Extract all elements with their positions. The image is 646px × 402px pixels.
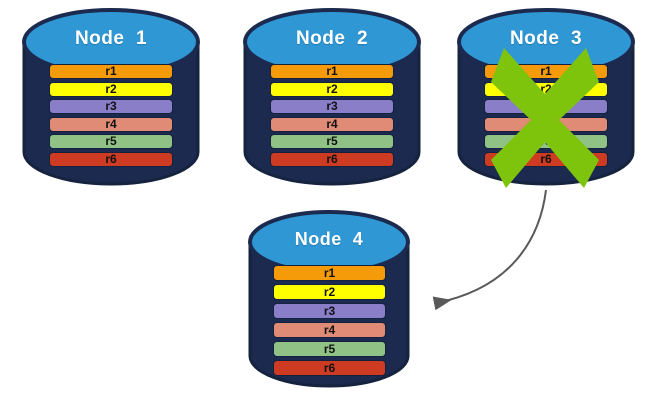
node-3-title: Node 3 bbox=[509, 28, 583, 49]
node-1-row-r5[interactable]: r5 bbox=[49, 134, 173, 149]
node-4-row-r4[interactable]: r4 bbox=[273, 322, 386, 338]
node-4-rows: r1 r2 r3 r4 r5 r6 bbox=[273, 265, 386, 376]
node-2-row-r3[interactable]: r3 bbox=[270, 99, 394, 114]
node-1[interactable]: Node 1 r1 r2 r3 r4 r5 r6 bbox=[22, 8, 200, 186]
row-label: r1 bbox=[105, 64, 117, 78]
row-label: r3 bbox=[105, 99, 117, 113]
node-1-row-r1[interactable]: r1 bbox=[49, 64, 173, 79]
row-label: r2 bbox=[326, 81, 338, 96]
row-label: r1 bbox=[540, 64, 552, 78]
row-label: r5 bbox=[323, 341, 336, 356]
row-label: r6 bbox=[105, 151, 117, 166]
row-label: r3 bbox=[326, 99, 338, 113]
row-label: r1 bbox=[323, 265, 336, 280]
node-2-row-r4[interactable]: r4 bbox=[270, 116, 394, 132]
replication-arrow-path bbox=[432, 189, 547, 311]
row-label: r4 bbox=[323, 322, 336, 337]
row-label: r6 bbox=[540, 151, 552, 166]
node-4-row-r3[interactable]: r3 bbox=[273, 303, 386, 319]
row-label: r1 bbox=[326, 64, 338, 78]
row-label: r5 bbox=[105, 134, 117, 148]
node-2-row-r5[interactable]: r5 bbox=[270, 134, 394, 149]
node-3[interactable]: Node 3 r1 r2 r3 r4 r5 r6 bbox=[457, 8, 635, 188]
node-1-row-r2[interactable]: r2 bbox=[49, 81, 173, 97]
row-label: r2 bbox=[105, 81, 117, 96]
node-3-failure-x-icon bbox=[491, 48, 599, 188]
node-2-title: Node 2 bbox=[295, 28, 369, 49]
row-label: r4 bbox=[326, 116, 338, 131]
node-1-row-r3[interactable]: r3 bbox=[49, 99, 173, 114]
node-1-row-r6[interactable]: r6 bbox=[49, 151, 173, 167]
row-label: r4 bbox=[105, 116, 117, 131]
row-label: r3 bbox=[323, 303, 336, 318]
node-2[interactable]: Node 2 r1 r2 r3 r4 r5 r6 bbox=[243, 8, 421, 186]
node-4-row-r5[interactable]: r5 bbox=[273, 341, 386, 357]
node-2-row-r6[interactable]: r6 bbox=[270, 151, 394, 167]
node-4-row-r1[interactable]: r1 bbox=[273, 265, 386, 281]
node-4-row-r2[interactable]: r2 bbox=[273, 284, 386, 300]
row-label: r6 bbox=[323, 360, 336, 375]
node-4[interactable]: Node 4 r1 r2 r3 r4 r5 r6 bbox=[248, 210, 410, 388]
node-2-row-r1[interactable]: r1 bbox=[270, 64, 394, 79]
node-1-rows: r1 r2 r3 r4 r5 r6 bbox=[49, 64, 173, 167]
node-2-row-r2[interactable]: r2 bbox=[270, 81, 394, 97]
node-1-title: Node 1 bbox=[74, 28, 148, 49]
node-1-row-r4[interactable]: r4 bbox=[49, 116, 173, 132]
row-label: r6 bbox=[326, 151, 338, 166]
row-label: r2 bbox=[323, 284, 336, 299]
row-label: r5 bbox=[326, 134, 338, 148]
node-4-row-r6[interactable]: r6 bbox=[273, 360, 386, 376]
node-4-title: Node 4 bbox=[294, 229, 364, 249]
row-label: r2 bbox=[540, 81, 552, 96]
node-2-rows: r1 r2 r3 r4 r5 r6 bbox=[270, 64, 394, 167]
